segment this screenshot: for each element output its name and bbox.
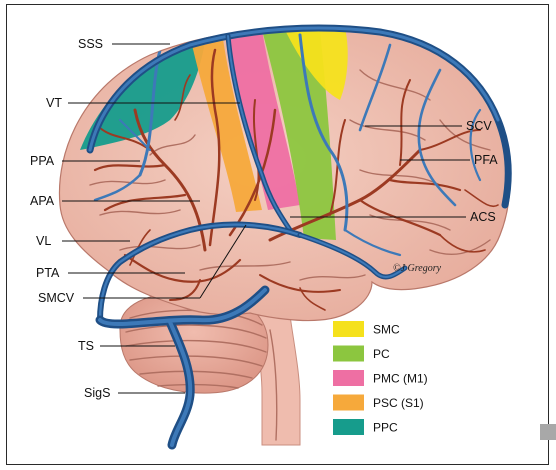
label-ppa: PPA <box>30 154 55 168</box>
label-sss: SSS <box>78 37 103 51</box>
legend-label: PPC <box>373 421 398 435</box>
region-legend: SMC PC PMC (M1) PSC (S1) PPC <box>333 321 428 435</box>
corner-tab <box>540 424 556 440</box>
legend-label: PC <box>373 347 390 361</box>
label-apa: APA <box>30 194 55 208</box>
illustrator-credit: ©J Gregory <box>393 263 442 274</box>
legend-swatch <box>333 321 364 337</box>
legend-item: PC <box>333 345 390 362</box>
region-pc <box>262 30 336 240</box>
legend-item: PSC (S1) <box>333 394 424 411</box>
legend-label: PSC (S1) <box>373 396 424 410</box>
legend-item: PPC <box>333 419 398 435</box>
label-acs: ACS <box>470 210 496 224</box>
region-ppc <box>80 40 205 150</box>
legend-item: PMC (M1) <box>333 370 428 386</box>
legend-swatch <box>333 345 364 362</box>
label-scv: SCV <box>466 119 492 133</box>
label-pfa: PFA <box>474 153 498 167</box>
label-vt: VT <box>46 96 62 110</box>
label-pta: PTA <box>36 266 60 280</box>
legend-swatch <box>333 394 364 411</box>
label-sigs: SigS <box>84 386 110 400</box>
legend-label: PMC (M1) <box>373 372 428 386</box>
region-pmc-m1 <box>228 30 300 210</box>
legend-swatch <box>333 419 364 435</box>
legend-swatch <box>333 370 364 386</box>
region-psc-s1 <box>190 32 262 212</box>
label-vl: VL <box>36 234 51 248</box>
legend-label: SMC <box>373 323 400 337</box>
leader-lines <box>62 43 470 394</box>
legend-item: SMC <box>333 321 400 337</box>
label-smcv: SMCV <box>38 291 75 305</box>
label-ts: TS <box>78 339 94 353</box>
